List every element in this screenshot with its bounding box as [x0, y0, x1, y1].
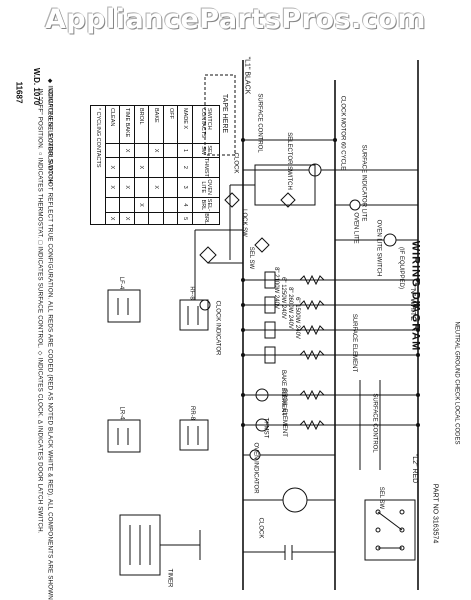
clock-diamond-symbol [224, 192, 240, 208]
oven-switch-label: OVEN LITE SWITCH [375, 219, 382, 277]
oven-lite-label: OVEN LITE [352, 212, 359, 244]
surface-element-resistor-1 [299, 274, 325, 286]
clock-bottom-label: CLOCK [257, 517, 264, 539]
surface-control-label-2: SURFACE CONTROL [371, 393, 378, 453]
clock-label: CLOCK [232, 152, 239, 174]
sel-sw-label: SEL SW [248, 246, 255, 270]
surface-control-rf: RF-8 [188, 286, 195, 300]
neutral-ground-label: NEUTRAL GROUND CHECK LOCAL CODES [453, 321, 460, 445]
table-header: SWITCH CONTACTS [192, 105, 220, 144]
timer-label: TIMER [166, 568, 173, 588]
if-equipped-label: (IF EQUIPPED) [398, 246, 405, 290]
clock-indicator-label: CLOCK INDICATOR [214, 300, 221, 356]
lock-switch-label: LOCK SW [240, 209, 247, 237]
broil-element-label: BROIL ELEMENT [280, 389, 287, 437]
bake-element-resistor [299, 389, 325, 401]
table-header: BRL [192, 212, 220, 225]
element-rating-4: 6" 1500W 240V [293, 297, 300, 339]
diagram-note-2: IN "OFF" POSITION. ○ INDICATES THERMOSTA… [36, 88, 44, 534]
surface-control-sketch-rf [179, 299, 209, 331]
element-rating-2: 6" 1250W 240V [279, 277, 286, 319]
table-header: SEL SW [192, 143, 220, 158]
surface-control-sketch-rr [179, 419, 209, 451]
tape-here-box [204, 74, 236, 156]
surface-control-lr: LR-4 [118, 406, 125, 420]
surface-control-sketch-lr [107, 419, 141, 453]
l1-label: "L1" BLACK [243, 56, 251, 95]
table-row: OFF [163, 105, 178, 225]
surface-control-label: SURFACE CONTROL [256, 93, 263, 153]
wiring-diagram-code: 11687 [14, 81, 24, 104]
element-rating-1: 8" 2100W 240V [272, 267, 279, 309]
surface-element-label: SURFACE ELEMENT [351, 313, 358, 373]
surface-element-resistor-2 [299, 299, 325, 311]
l2-label: "L2" RED [411, 453, 419, 484]
switch-contacts-table: SWITCH CONTACTS SEL SW THMST OVEN LITE S… [90, 105, 220, 225]
table-header: SEL-BRL [192, 197, 220, 213]
selector-switch-label: SELECTOR SWITCH [285, 132, 292, 190]
table-header: OVEN LITE [192, 177, 220, 198]
clock-motor-bottom-symbol [282, 487, 308, 513]
clock-motor-label: CLOCK MOTOR 60 CYCLE [339, 95, 346, 171]
surface-control-rr: RR-8 [189, 405, 196, 421]
oven-lite-symbol [349, 199, 361, 211]
tape-here-label: TAPE HERE [221, 93, 229, 134]
surface-element-resistor-4 [299, 349, 325, 361]
surface-indicator-label: SURFACE INDICATOR LITE [360, 144, 367, 222]
broil-element-resistor [299, 419, 325, 431]
table-footer: * CYCLING CONTACTS [90, 105, 106, 225]
surface-control-lf: LF-4 [118, 276, 125, 290]
sel-sw-bottom-label: SEL SW [378, 486, 385, 510]
neutral-label: "N" WHITE [408, 286, 416, 321]
selector-switch-detail [364, 499, 416, 561]
surface-indicator-symbol [383, 233, 397, 247]
table-header: THMST [192, 157, 220, 178]
diagram-note-3: ◆ INDICATES SELECTOR SWITCH [46, 78, 54, 185]
surface-element-resistor-3 [299, 324, 325, 336]
watermark: AppliancePartsPros.com [44, 4, 427, 35]
oven-indicator-label: OVEN INDICATOR [252, 442, 259, 494]
part-number: PART NO 3163574 [431, 483, 439, 544]
thermostat-label: THMST [262, 417, 269, 439]
element-rating-3: 8" 2600W 240V [286, 287, 293, 329]
surface-control-sketch-lf [107, 289, 141, 323]
